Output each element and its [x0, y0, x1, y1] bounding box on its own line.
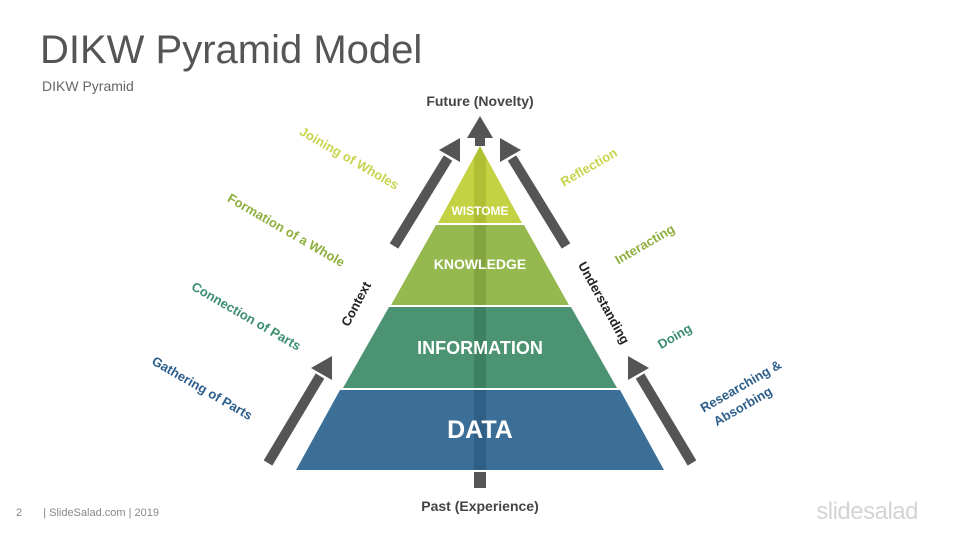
left-label-gathering: Gathering of Parts: [149, 353, 255, 423]
center-shade-wisdom: [474, 146, 486, 223]
page-subtitle: DIKW Pyramid: [42, 78, 134, 94]
level-label-information: INFORMATION: [417, 338, 543, 358]
axis-arrow-up: [467, 116, 493, 138]
footer-text: | SlideSalad.com | 2019: [43, 507, 159, 519]
left-label-connection: Connection of Parts: [189, 279, 303, 354]
left-label-formation: Formation of a Whole: [225, 190, 348, 269]
axis-top-label: Future (Novelty): [426, 93, 533, 109]
slidesalad-logo: slidesalad: [816, 498, 918, 525]
center-shade-information: [474, 307, 486, 388]
left-arrow-upper: [389, 138, 460, 249]
right-label-doing: Doing: [655, 320, 694, 351]
context-label: Context: [338, 278, 374, 328]
page-number: 2: [16, 507, 23, 519]
page-title: DIKW Pyramid Model: [40, 28, 423, 72]
right-label-reflection: Reflection: [558, 145, 620, 189]
axis-stem-bottom: [474, 472, 486, 488]
axis-bottom-label: Past (Experience): [421, 498, 539, 514]
level-label-data: DATA: [447, 416, 513, 444]
left-arrow-lower: [263, 356, 332, 466]
center-shade-data: [474, 390, 486, 470]
level-label-knowledge: KNOWLEDGE: [434, 256, 527, 272]
right-label-interacting: Interacting: [612, 221, 677, 267]
right-arrow-upper: [500, 138, 571, 249]
left-label-joining: Joining of Wholes: [297, 124, 401, 193]
level-label-wisdom: WISTOME: [451, 204, 508, 218]
axis-stem-top: [475, 136, 485, 146]
footer: 2 | SlideSalad.com | 2019: [16, 507, 159, 519]
center-shade-knowledge: [474, 225, 486, 305]
right-arrow-lower: [628, 356, 697, 466]
